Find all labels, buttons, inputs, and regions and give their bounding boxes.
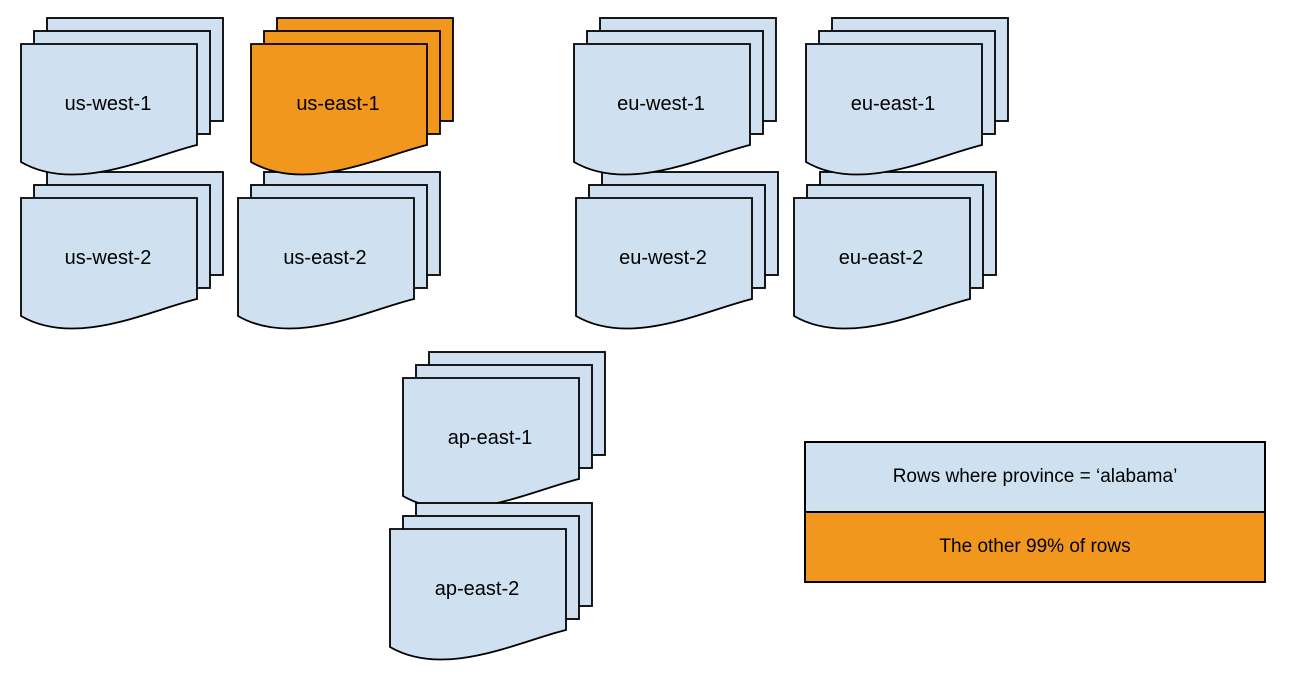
- document-stack-shape: [793, 171, 997, 330]
- legend-box: Rows where province = ‘alabama’ The othe…: [804, 441, 1266, 583]
- document-stack-shape: [389, 502, 593, 661]
- region-stack-us-east-1: us-east-1: [250, 17, 454, 176]
- legend-label-other-rows: The other 99% of rows: [939, 536, 1131, 557]
- legend-label-alabama: Rows where province = ‘alabama’: [892, 466, 1178, 487]
- document-stack-shape: [402, 351, 606, 510]
- region-stack-eu-west-2: eu-west-2: [575, 171, 779, 330]
- region-stack-eu-east-2: eu-east-2: [793, 171, 997, 330]
- stack-label: us-west-1: [64, 93, 152, 115]
- region-stack-eu-east-1: eu-east-1: [805, 17, 1009, 176]
- legend-row-alabama: Rows where province = ‘alabama’: [806, 443, 1264, 513]
- document-stack-shape: [237, 171, 441, 330]
- document-stack-shape: [20, 171, 224, 330]
- region-stack-us-west-1: us-west-1: [20, 17, 224, 176]
- stack-label: eu-west-2: [619, 247, 707, 269]
- stack-label: eu-east-1: [850, 93, 936, 115]
- stack-label: ap-east-2: [434, 578, 520, 600]
- document-stack-shape: [573, 17, 777, 176]
- stack-label: us-west-2: [64, 247, 152, 269]
- document-stack-shape: [250, 17, 454, 176]
- region-stack-ap-east-2: ap-east-2: [389, 502, 593, 661]
- legend-row-other-rows: The other 99% of rows: [806, 513, 1264, 581]
- stack-label: ap-east-1: [447, 427, 533, 449]
- region-stack-us-east-2: us-east-2: [237, 171, 441, 330]
- stack-label: us-east-1: [296, 93, 380, 115]
- stack-label: eu-west-1: [617, 93, 705, 115]
- document-stack-shape: [575, 171, 779, 330]
- document-stack-shape: [20, 17, 224, 176]
- stack-label: us-east-2: [283, 247, 367, 269]
- region-stack-us-west-2: us-west-2: [20, 171, 224, 330]
- stack-label: eu-east-2: [838, 247, 924, 269]
- region-stack-ap-east-1: ap-east-1: [402, 351, 606, 510]
- region-stack-eu-west-1: eu-west-1: [573, 17, 777, 176]
- document-stack-shape: [805, 17, 1009, 176]
